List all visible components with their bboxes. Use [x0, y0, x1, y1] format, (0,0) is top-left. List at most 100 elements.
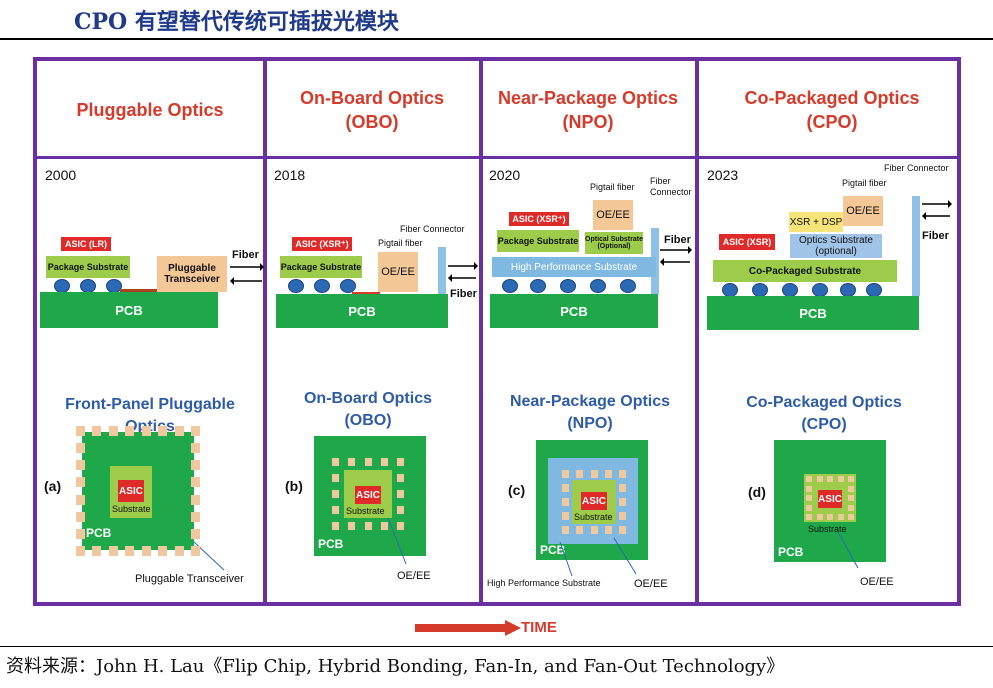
co-packaged-substrate: Co-Packaged Substrate — [713, 260, 897, 282]
pin — [562, 470, 569, 478]
pin — [125, 546, 135, 556]
solder-ball — [722, 283, 738, 297]
column-heading-pluggable: Pluggable Optics — [45, 98, 255, 122]
solder-ball — [812, 283, 828, 297]
optics-substrate: Optics Substrate (optional) — [790, 234, 882, 258]
pin — [191, 443, 200, 454]
figure-letter: (b) — [285, 478, 303, 494]
pin — [562, 484, 569, 492]
substrate-label: Substrate — [574, 512, 613, 522]
pin — [125, 426, 135, 436]
heading-line: (CPO) — [806, 112, 858, 132]
pin — [191, 460, 200, 471]
pin — [108, 546, 118, 556]
year-label: 2023 — [707, 167, 739, 183]
column-divider — [479, 57, 483, 606]
pin — [590, 526, 598, 534]
subheading-cpo: Co-Packaged Optics (CPO) — [719, 392, 929, 436]
pluggable-transceiver-label: Pluggable Transceiver — [135, 573, 244, 585]
solder-ball — [752, 283, 768, 297]
pin — [76, 426, 85, 436]
pin — [348, 458, 356, 466]
subheading-line: Co-Packaged Optics — [746, 394, 902, 411]
pin — [848, 495, 854, 501]
heading-line: Near-Package Optics — [497, 88, 679, 108]
oe-ee-module: OE/EE — [378, 252, 418, 292]
solder-ball — [314, 279, 330, 293]
heading-line: (NPO) — [562, 112, 614, 132]
pin — [332, 490, 339, 498]
fiber-arrows — [922, 200, 952, 220]
pin — [191, 528, 200, 539]
package-substrate: Package Substrate — [46, 256, 130, 278]
pin — [619, 470, 626, 478]
heading-line: Co-Packaged Optics — [744, 88, 920, 108]
source-note: 资料来源：John H. Lau《Flip Chip, Hybrid Bondi… — [6, 656, 785, 677]
pin — [562, 498, 569, 506]
pin — [158, 426, 168, 436]
solder-ball — [840, 283, 856, 297]
optics-substrate-label: Optics Substrate — [799, 235, 873, 246]
pcb-label: PCB — [778, 545, 804, 559]
pin — [827, 514, 833, 520]
pin — [397, 522, 404, 530]
substrate-label: Substrate — [112, 504, 151, 514]
pin — [590, 470, 598, 478]
subheading-line: (NPO) — [567, 415, 613, 432]
pin — [848, 476, 854, 482]
year-label: 2018 — [274, 167, 306, 183]
fiber-connector-line: Connector — [650, 187, 692, 197]
pin — [397, 490, 404, 498]
pcb-board: PCB — [490, 294, 658, 328]
asic-chip: ASIC (XSR⁺) — [292, 237, 352, 251]
pin — [92, 426, 102, 436]
pin — [806, 476, 812, 482]
pin — [576, 526, 584, 534]
subheading-line: (OBO) — [344, 412, 392, 429]
subheading-line: (CPO) — [801, 416, 847, 433]
oe-ee-module: OE/EE — [843, 196, 883, 226]
pin — [837, 476, 844, 482]
oe-ee-label: OE/EE — [397, 570, 431, 582]
pin — [348, 522, 356, 530]
pin — [619, 512, 626, 520]
pin — [332, 506, 339, 514]
pin — [76, 528, 85, 539]
pin — [562, 526, 569, 534]
pin — [76, 546, 85, 556]
fiber-arrows — [660, 246, 692, 266]
page-title: CPO 有望替代传统可插拔光模块 — [74, 9, 399, 35]
pin — [806, 495, 812, 501]
pin — [108, 426, 118, 436]
column-heading-obo: On-Board Optics (OBO) — [267, 86, 477, 134]
asic-chip: ASIC (XSR⁺) — [509, 212, 569, 226]
fiber-label: Fiber — [450, 288, 477, 300]
fiber-arrows — [448, 262, 478, 282]
heading-line: On-Board Optics — [299, 88, 444, 108]
pigtail-fiber-label: Pigtail fiber — [378, 238, 423, 248]
pin — [380, 458, 388, 466]
fiber-label: Fiber — [664, 234, 691, 246]
column-heading-npo: Near-Package Optics (NPO) — [483, 86, 693, 134]
asic-top-view: ASIC — [118, 480, 144, 502]
pin — [158, 546, 168, 556]
pcb-label: PCB — [86, 526, 112, 540]
optical-substrate-label: (Optional) — [597, 243, 631, 250]
heading-line: (OBO) — [345, 112, 399, 132]
figure-letter: (d) — [748, 484, 766, 500]
pluggable-transceiver: Pluggable Transceiver — [157, 256, 227, 292]
oe-ee-label: OE/EE — [634, 578, 668, 590]
pin — [76, 494, 85, 505]
pin — [174, 546, 184, 556]
pin — [141, 426, 151, 436]
optics-substrate-label: (optional) — [815, 246, 857, 257]
pcb-board: PCB — [707, 296, 919, 330]
pin — [92, 546, 102, 556]
pin — [76, 443, 85, 454]
time-arrow-icon — [415, 620, 521, 636]
optical-substrate: Optical Substrate (Optional) — [585, 232, 643, 254]
pin — [848, 514, 854, 520]
fiber-connector — [912, 196, 920, 296]
trace-line — [352, 292, 380, 295]
